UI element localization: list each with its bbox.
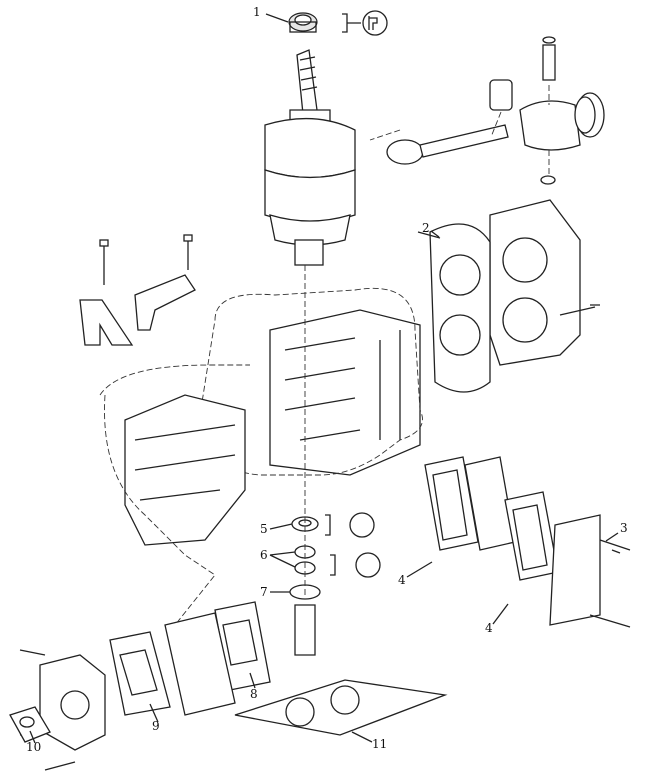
callout-2: 2 xyxy=(422,221,430,235)
callout-1: 1 xyxy=(253,5,261,19)
callout-11: 11 xyxy=(372,737,388,751)
seal-stack-part xyxy=(289,265,321,656)
head-gasket-part xyxy=(417,223,491,393)
cylinder-block-part xyxy=(269,309,421,476)
connecting-rod-piston-part xyxy=(369,36,605,185)
callout-3: 3 xyxy=(620,521,628,535)
seal-detail-icon xyxy=(325,512,381,578)
callout-5: 5 xyxy=(260,522,268,536)
callout-4: 4 xyxy=(398,573,406,587)
base-gasket-part xyxy=(234,679,448,736)
reed-valve-part xyxy=(109,601,271,716)
cylinder-head-part xyxy=(489,199,600,366)
oil-seal-part xyxy=(288,12,318,33)
crankcase-part xyxy=(99,364,250,626)
carburetor-part xyxy=(9,649,106,771)
callout-8: 8 xyxy=(250,687,258,701)
exhaust-gasket-part xyxy=(424,456,631,628)
leader-lines xyxy=(29,13,619,744)
callout-10: 10 xyxy=(26,740,42,754)
callout-4-second: 4 xyxy=(485,621,493,635)
callout-7: 7 xyxy=(260,585,268,599)
crankshaft-part xyxy=(264,49,356,266)
callout-9: 9 xyxy=(152,719,160,733)
bracket-part xyxy=(79,234,196,346)
seal-detail-icon xyxy=(342,10,388,36)
callout-6: 6 xyxy=(260,548,268,562)
